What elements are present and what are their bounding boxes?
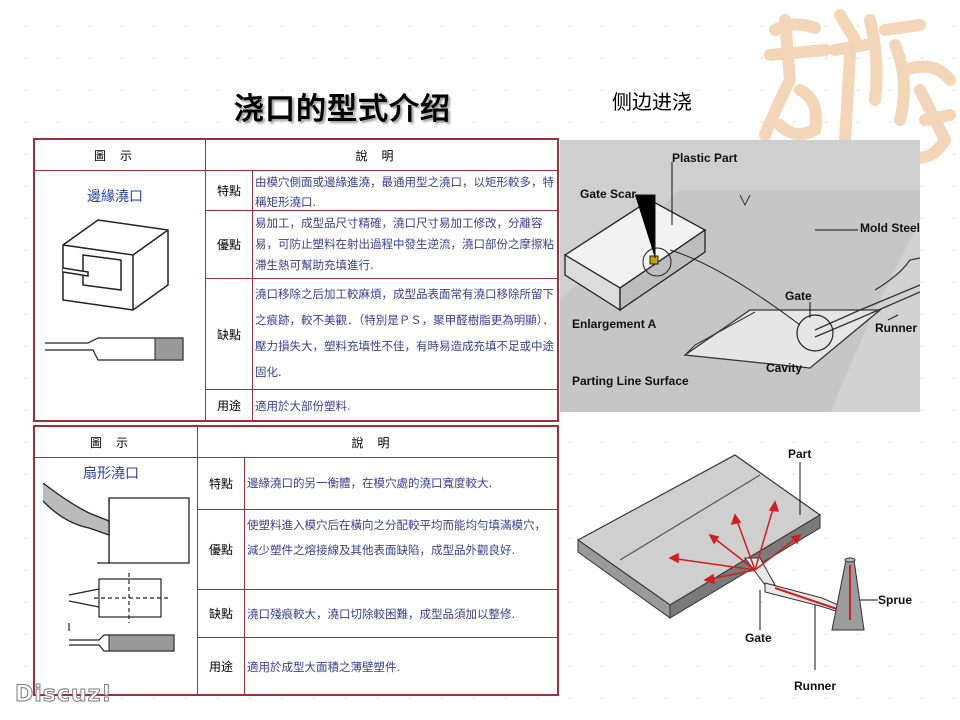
label-sprue: Sprue: [878, 593, 912, 607]
gate-type-name: 扇形澆口: [83, 466, 139, 482]
page-title: 浇口的型式介绍: [234, 92, 451, 127]
fan-gate-table: 圖示 說明 扇形澆口 特點 邊緣澆口的另一衡體，在模穴處的澆口寬度較大. 優點 …: [33, 425, 559, 696]
gate-type-name: 邊緣澆口: [87, 189, 143, 205]
label-mold-steel: Mold Steel: [860, 221, 920, 235]
label-gate: Gate: [745, 631, 772, 645]
row-key: 用途: [208, 659, 233, 674]
table-header-description: 說明: [355, 148, 408, 163]
label-cavity: Cavity: [766, 361, 802, 375]
label-gate-scar: Gate Scar: [580, 187, 636, 201]
fan-gate-flow-diagram: Part Sprue Gate Runner: [576, 447, 912, 693]
edge-gate-diagram: [45, 219, 184, 361]
row-text: 適用於成型大面積之薄壁塑件.: [247, 660, 401, 674]
label-enlargement: Enlargement A: [572, 317, 657, 331]
row-key: 特點: [216, 184, 241, 198]
row-text: 易加工，成型品尺寸精確，澆口尺寸易加工修改，分離容易，可防止塑料在射出過程中發生…: [255, 216, 554, 272]
row-key: 優點: [208, 543, 233, 557]
label-runner: Runner: [875, 321, 917, 335]
label-gate: Gate: [785, 289, 812, 303]
label-runner: Runner: [794, 679, 836, 693]
row-text: 澆口殘痕較大，澆口切除較困難，成型品須加以整修.: [247, 607, 516, 621]
table-header-description: 說明: [351, 435, 404, 450]
side-gate-3d-diagram: Plastic Part Gate Scar Mold Steel Gate E…: [560, 140, 920, 412]
row-text: 邊緣澆口的另一衡體，在模穴處的澆口寬度較大.: [247, 476, 493, 490]
row-key: 特點: [208, 477, 233, 491]
watermark: Discuz!: [14, 682, 113, 708]
edge-gate-table: 圖示 說明 邊緣澆口 特點 由模穴側面或邊緣進澆，最通用型之澆口，以矩形較多，特…: [33, 138, 559, 422]
row-key: 優點: [216, 238, 241, 252]
row-text: 適用於大部份塑料.: [255, 399, 351, 413]
row-key: 缺點: [216, 327, 241, 342]
label-parting-line: Parting Line Surface: [572, 374, 689, 388]
table-header-diagram: 圖示: [93, 148, 146, 163]
table-header-diagram: 圖示: [89, 435, 142, 450]
row-key: 用途: [216, 398, 241, 413]
page-subtitle: 侧边进浇: [612, 90, 692, 114]
row-text: 澆口移除之后加工較麻煩，成型品表面常有澆口移除所留下之痕跡，較不美觀．（特別是Ｐ…: [255, 287, 554, 379]
label-part: Part: [788, 447, 811, 461]
label-plastic-part: Plastic Part: [672, 151, 737, 165]
row-text: 由模穴側面或邊緣進澆，最通用型之澆口，以矩形較多，特稱矩形澆口.: [255, 175, 554, 209]
row-key: 缺點: [208, 607, 233, 621]
row-text: 使塑料進入模穴后在橫向之分配較平均而能均勻填滿模穴，減少塑件之熔接線及其他表面缺…: [247, 518, 546, 557]
fan-gate-diagram: [42, 483, 190, 652]
